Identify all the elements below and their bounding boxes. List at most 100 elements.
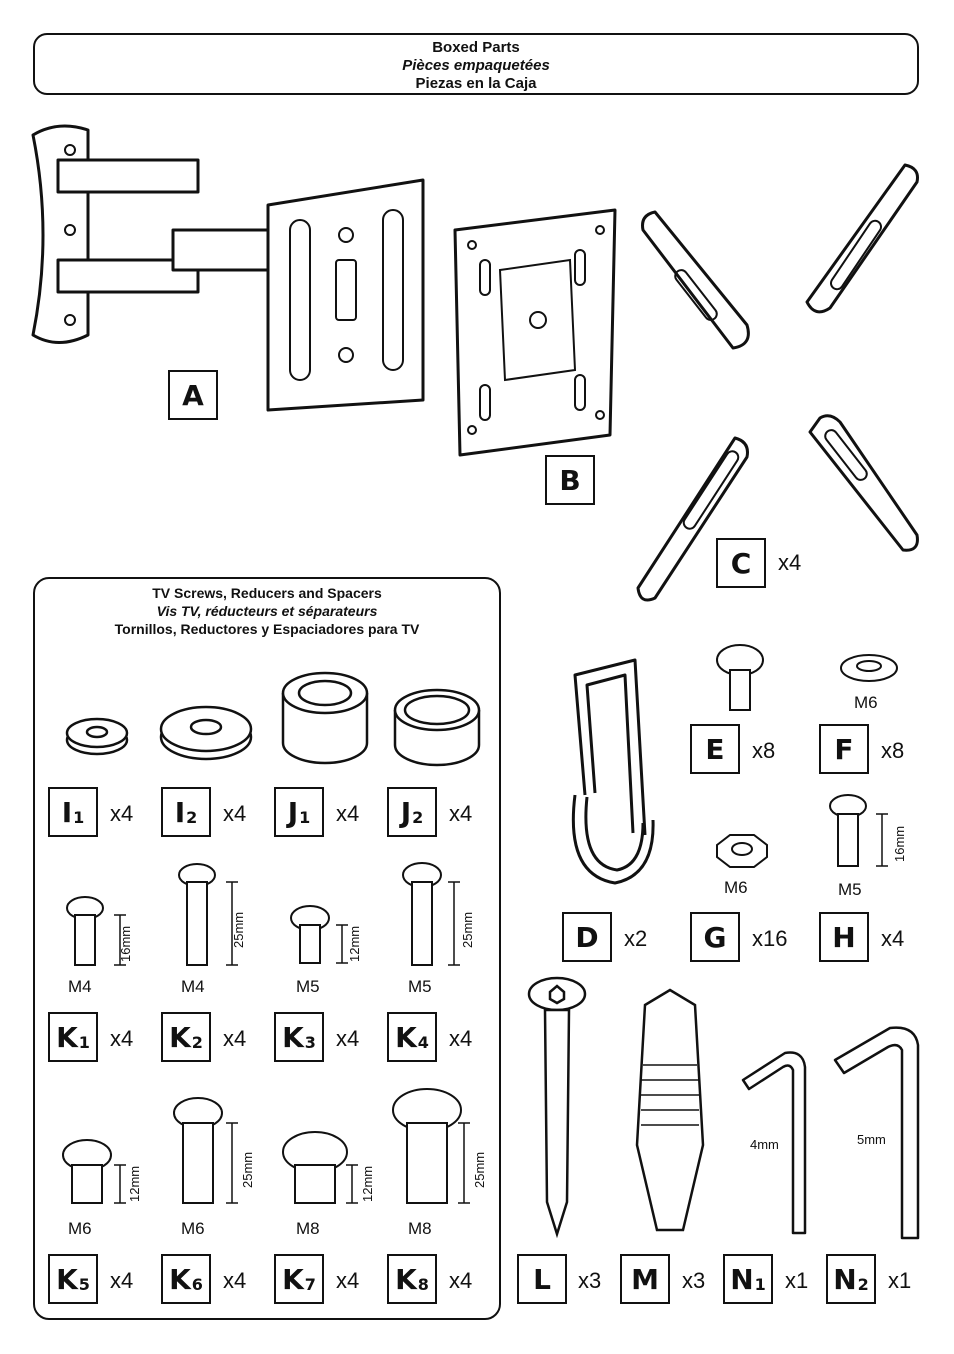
washer-f-illustration <box>840 654 898 682</box>
part-qty-f: x8 <box>881 738 905 763</box>
washer-f-size: M6 <box>854 693 878 712</box>
part-qty-i1: x4 <box>110 801 134 826</box>
part-subscript: 1 <box>754 1274 766 1294</box>
part-subscript: 6 <box>191 1274 203 1294</box>
part-subscript: 3 <box>304 1032 316 1052</box>
tv-screws-panel <box>33 577 501 1320</box>
k7-length: 12mm <box>360 1165 375 1202</box>
part-qty-l: x3 <box>578 1268 602 1293</box>
part-subscript: 4 <box>417 1032 429 1052</box>
screw-h-size: M5 <box>838 880 862 899</box>
hex-key-n1-illustration <box>741 1051 807 1235</box>
panel-title-spanish: Tornillos, Reductores y Espaciadores par… <box>114 621 420 637</box>
k1-size: M4 <box>68 977 92 996</box>
part-letter: K <box>169 1262 191 1296</box>
part-label-l: L <box>517 1254 567 1304</box>
part-qty-k4: x4 <box>449 1026 473 1051</box>
part-letter: K <box>169 1020 191 1054</box>
wall-arm-illustration <box>31 124 425 412</box>
part-subscript: 2 <box>412 807 424 827</box>
part-letter: I <box>174 795 186 829</box>
part-qty-c: x4 <box>778 550 802 575</box>
part-label-b: B <box>545 455 595 505</box>
header-spanish: Piezas en la Caja <box>415 75 537 92</box>
k7-size: M8 <box>296 1219 320 1238</box>
part-letter: K <box>56 1020 78 1054</box>
part-letter: I <box>61 795 73 829</box>
part-qty-e: x8 <box>752 738 776 763</box>
part-qty-j2: x4 <box>449 801 473 826</box>
panel-title-english: TV Screws, Reducers and Spacers <box>152 585 382 601</box>
boxed-parts-header: Boxed Parts Pièces empaquetées Piezas en… <box>33 33 919 95</box>
part-qty-k2: x4 <box>223 1026 247 1051</box>
part-label-h: H <box>819 912 869 962</box>
part-letter: K <box>282 1262 304 1296</box>
part-qty-k8: x4 <box>449 1268 473 1293</box>
k2-length: 25mm <box>231 911 246 948</box>
part-qty-n2: x1 <box>888 1268 912 1293</box>
part-subscript: 1 <box>73 807 85 827</box>
k6-size: M6 <box>181 1219 205 1238</box>
nut-g-illustration <box>716 834 768 868</box>
part-qty-h: x4 <box>881 926 905 951</box>
k2-size: M4 <box>181 977 205 996</box>
wall-anchor-m-illustration <box>635 988 705 1232</box>
part-label-c: C <box>716 538 766 588</box>
hex-key-n1-size: 4mm <box>750 1137 779 1152</box>
extension-arms-illustration <box>636 163 919 602</box>
k8-size: M8 <box>408 1219 432 1238</box>
part-subscript: 7 <box>304 1274 316 1294</box>
part-subscript: 2 <box>857 1274 869 1294</box>
k5-length: 12mm <box>127 1165 142 1202</box>
part-label-d: D <box>562 912 612 962</box>
part-subscript: 1 <box>299 807 311 827</box>
part-subscript: 1 <box>78 1032 90 1052</box>
part-subscript: 2 <box>186 807 198 827</box>
part-label-g: G <box>690 912 740 962</box>
part-subscript: 5 <box>78 1274 90 1294</box>
part-letter: K <box>56 1262 78 1296</box>
nut-g-size: M6 <box>724 878 748 897</box>
part-qty-k3: x4 <box>336 1026 360 1051</box>
header-french: Pièces empaquetées <box>402 57 550 74</box>
part-qty-k6: x4 <box>223 1268 247 1293</box>
part-subscript: 2 <box>191 1032 203 1052</box>
part-letter: J <box>287 795 299 829</box>
k4-size: M5 <box>408 977 432 996</box>
part-qty-j1: x4 <box>336 801 360 826</box>
part-qty-n1: x1 <box>785 1268 809 1293</box>
screw-e-illustration <box>716 644 764 711</box>
part-letter: K <box>395 1020 417 1054</box>
part-qty-m: x3 <box>682 1268 706 1293</box>
cable-clip-illustration <box>571 658 655 885</box>
part-letter: K <box>282 1020 304 1054</box>
part-qty-i2: x4 <box>223 801 247 826</box>
part-label-a: A <box>168 370 218 420</box>
hex-key-n2-size: 5mm <box>857 1132 886 1147</box>
k4-length: 25mm <box>460 911 475 948</box>
part-qty-k1: x4 <box>110 1026 134 1051</box>
part-qty-g: x16 <box>752 926 788 951</box>
screws-row2-illustration <box>62 1088 470 1204</box>
screw-h-illustration <box>829 794 888 867</box>
part-letter: K <box>395 1262 417 1296</box>
k3-size: M5 <box>296 977 320 996</box>
tv-plate-illustration <box>453 208 617 457</box>
k6-length: 25mm <box>240 1151 255 1188</box>
part-qty-k5: x4 <box>110 1268 134 1293</box>
lag-bolt-l-illustration <box>527 976 587 1239</box>
screws-row1-illustration <box>66 862 460 966</box>
